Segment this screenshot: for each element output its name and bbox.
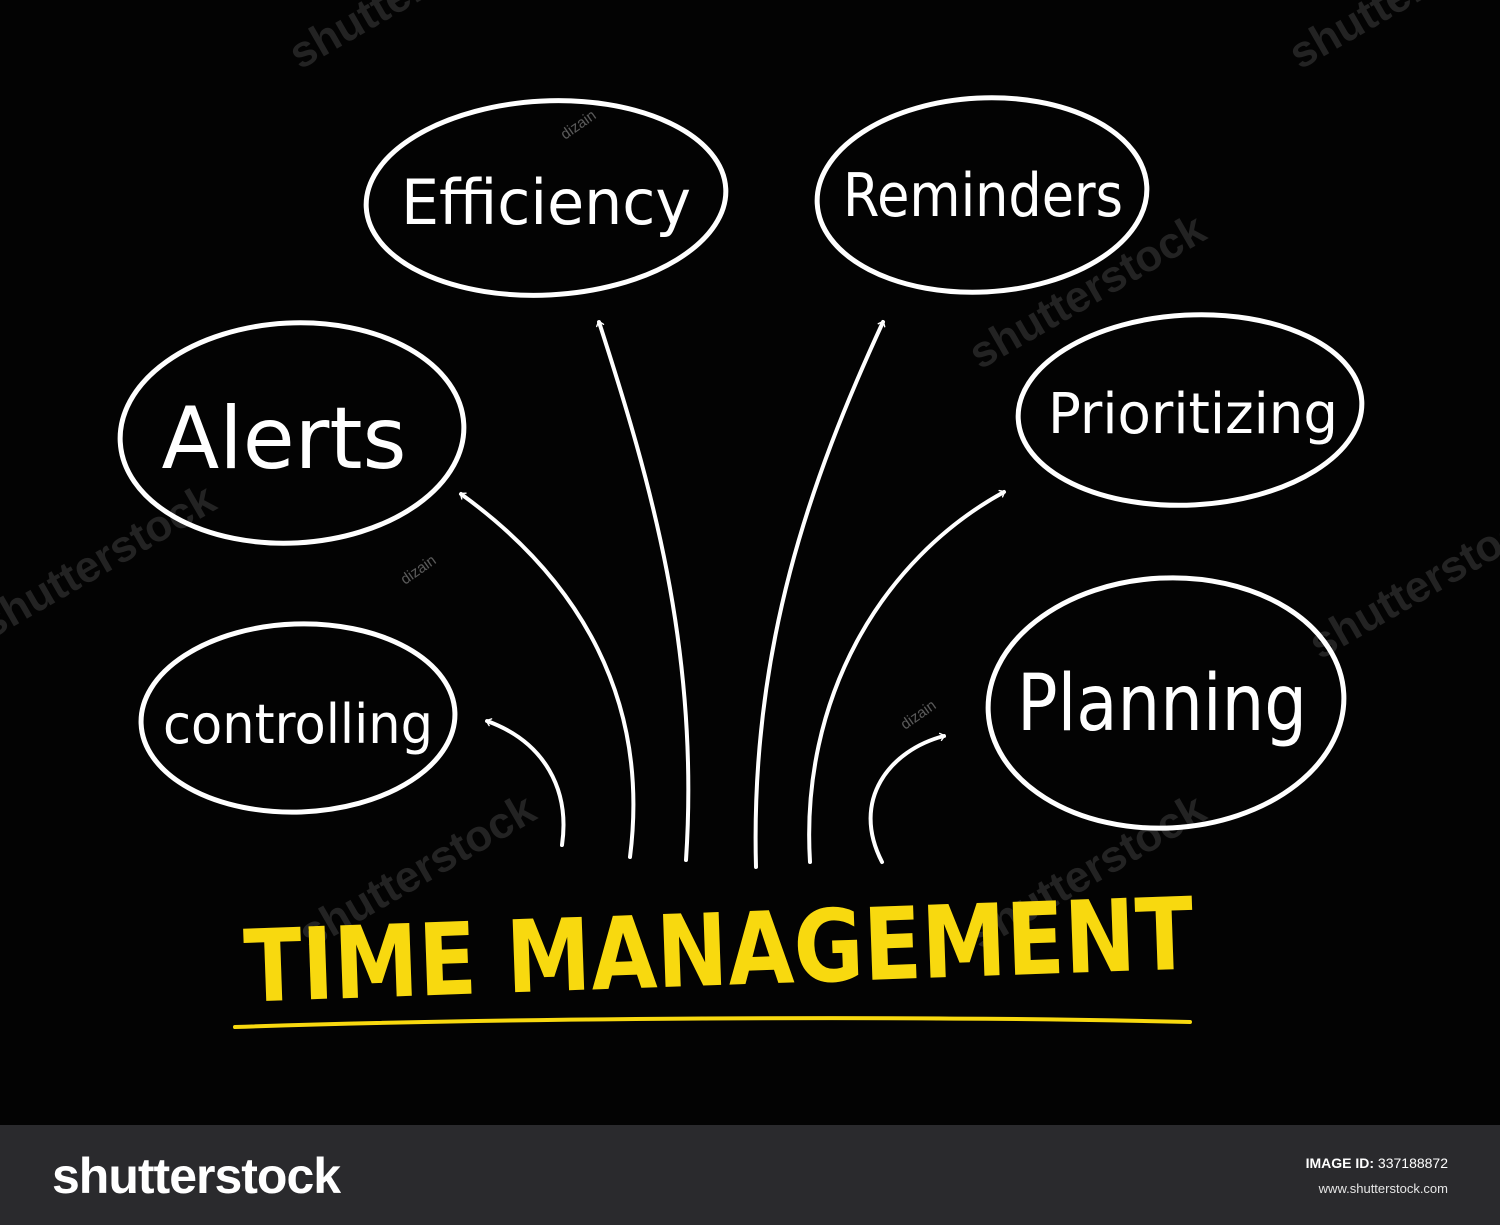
node-outline-reminders <box>814 95 1150 295</box>
node-outline-alerts <box>117 320 467 546</box>
arrow-to-prioritizing <box>807 489 1006 864</box>
node-label-prioritizing: Prioritizing <box>1048 382 1338 447</box>
watermark-contributor: dizain <box>558 107 600 143</box>
edges <box>459 320 1006 869</box>
watermark-text: shutterstock <box>281 0 535 79</box>
arrow-to-controlling <box>485 718 566 847</box>
node-label-alerts: Alerts <box>162 389 407 489</box>
watermark-contributor: dizain <box>898 697 940 733</box>
node-label-planning: Planning <box>1017 659 1307 749</box>
node-outline-planning <box>985 575 1347 831</box>
image-id-value: 337188872 <box>1377 1155 1448 1171</box>
image-id-row: IMAGE ID: 337188872 <box>1306 1155 1448 1171</box>
arrow-to-reminders <box>753 320 886 869</box>
watermark-contributor: dizain <box>398 552 440 588</box>
node-label-efficiency: Efficiency <box>401 166 691 239</box>
watermark-text: shutterstock <box>1301 494 1500 669</box>
node-outline-controlling <box>138 621 458 815</box>
image-id-label: IMAGE ID: <box>1305 1155 1375 1171</box>
watermark-text: shutterstock <box>1281 0 1500 79</box>
arrow-to-efficiency <box>596 320 691 862</box>
stock-footer: shutterstock IMAGE ID: 337188872 www.shu… <box>0 1125 1500 1225</box>
arrow-to-alerts <box>459 492 636 859</box>
footer-brand-logo: shutterstock <box>52 1148 341 1204</box>
node-label-reminders: Reminders <box>843 161 1123 231</box>
footer-meta: IMAGE ID: 337188872 www.shutterstock.com <box>1306 1155 1448 1196</box>
footer-url: www.shutterstock.com <box>1318 1181 1448 1196</box>
arrow-to-planning <box>868 732 946 864</box>
mind-map-svg: shutterstock shutterstock shutterstock s… <box>0 0 1500 1029</box>
node-label-controlling: controlling <box>163 693 433 756</box>
watermark-text: shutterstock <box>0 474 224 649</box>
node-outlines <box>117 95 1365 831</box>
node-outline-efficiency <box>363 98 729 298</box>
title-underline <box>233 1016 1192 1029</box>
node-outline-prioritizing <box>1015 312 1365 508</box>
